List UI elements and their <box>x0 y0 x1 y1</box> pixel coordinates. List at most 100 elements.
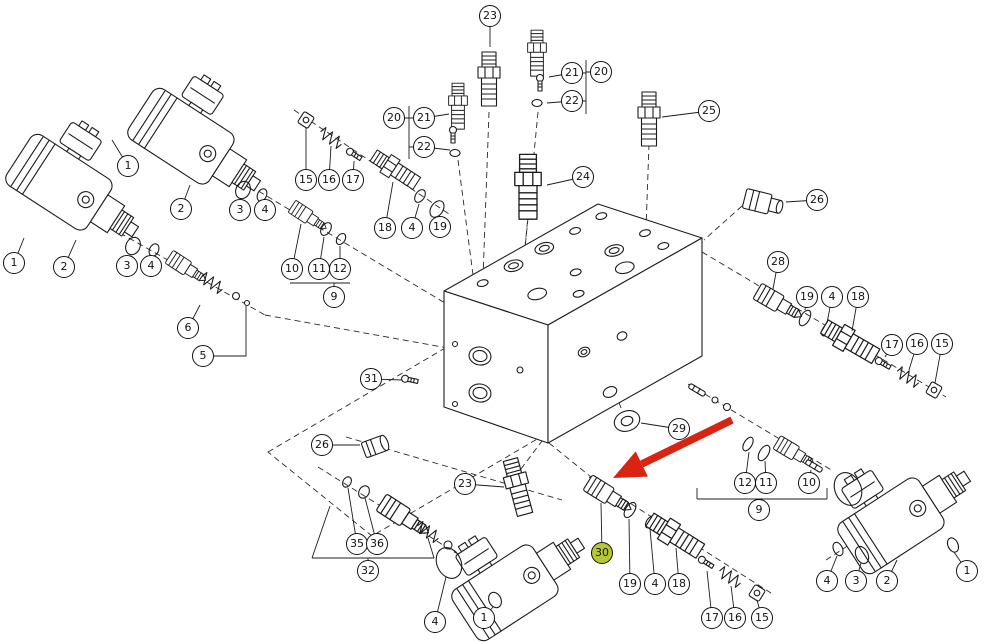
callout-2[interactable]: 2 <box>876 570 898 592</box>
callout-4[interactable]: 4 <box>816 570 838 592</box>
callout-21[interactable]: 21 <box>413 107 435 129</box>
callout-22[interactable]: 22 <box>413 136 435 158</box>
callout-9[interactable]: 9 <box>748 499 770 521</box>
callout-23[interactable]: 23 <box>479 5 501 27</box>
callout-3[interactable]: 3 <box>229 199 251 221</box>
callout-23[interactable]: 23 <box>454 473 476 495</box>
callout-17[interactable]: 17 <box>881 334 903 356</box>
callout-36[interactable]: 36 <box>366 533 388 555</box>
callout-12[interactable]: 12 <box>329 258 351 280</box>
o-ring <box>833 472 863 506</box>
callout-19[interactable]: 19 <box>619 573 641 595</box>
callout-4[interactable]: 4 <box>644 573 666 595</box>
callout-32[interactable]: 32 <box>357 560 379 582</box>
o-ring <box>798 309 812 327</box>
callout-19[interactable]: 19 <box>429 216 451 238</box>
callout-2[interactable]: 2 <box>170 198 192 220</box>
callout-28[interactable]: 28 <box>767 251 789 273</box>
screw <box>400 374 420 386</box>
callout-3[interactable]: 3 <box>116 255 138 277</box>
callout-22[interactable]: 22 <box>561 90 583 112</box>
pointer-arrow <box>613 416 734 478</box>
solenoid-valve-4 <box>815 422 985 578</box>
callout-18[interactable]: 18 <box>847 286 869 308</box>
callout-26[interactable]: 26 <box>311 434 333 456</box>
callout-10[interactable]: 10 <box>798 472 820 494</box>
callout-6[interactable]: 6 <box>177 317 199 339</box>
callout-16[interactable]: 16 <box>318 169 340 191</box>
callout-30[interactable]: 30 <box>591 542 613 564</box>
o-ring <box>125 236 141 256</box>
screw <box>344 146 364 163</box>
callout-20[interactable]: 20 <box>383 107 405 129</box>
parts-layer <box>1 29 985 642</box>
callout-18[interactable]: 18 <box>374 217 396 239</box>
plug <box>360 433 392 459</box>
o-ring <box>449 148 461 158</box>
solenoid-valve-2 <box>123 55 293 212</box>
callout-15[interactable]: 15 <box>931 333 953 355</box>
o-ring <box>832 541 844 557</box>
o-ring <box>531 98 543 108</box>
callout-5[interactable]: 5 <box>192 345 214 367</box>
ball <box>711 396 719 404</box>
callout-31[interactable]: 31 <box>360 368 382 390</box>
screw <box>448 125 458 144</box>
o-ring <box>623 501 637 519</box>
callout-20[interactable]: 20 <box>590 61 612 83</box>
callout-10[interactable]: 10 <box>281 258 303 280</box>
o-ring <box>235 180 251 200</box>
callout-1[interactable]: 1 <box>3 252 25 274</box>
cartridge-valve <box>164 249 211 288</box>
callout-29[interactable]: 29 <box>668 418 690 440</box>
o-ring <box>854 545 870 565</box>
callout-3[interactable]: 3 <box>845 570 867 592</box>
callout-1[interactable]: 1 <box>117 155 139 177</box>
ball <box>243 299 251 307</box>
o-ring <box>488 591 502 609</box>
ball <box>722 402 732 412</box>
pin <box>687 382 707 398</box>
callout-9[interactable]: 9 <box>323 286 345 308</box>
plug <box>613 410 641 432</box>
callout-16[interactable]: 16 <box>906 333 928 355</box>
callout-25[interactable]: 25 <box>698 100 720 122</box>
callout-1[interactable]: 1 <box>473 607 495 629</box>
ball <box>231 291 241 301</box>
callout-21[interactable]: 21 <box>561 62 583 84</box>
screw <box>873 355 893 372</box>
pin <box>804 458 824 474</box>
callout-2[interactable]: 2 <box>53 256 75 278</box>
callout-1[interactable]: 1 <box>956 560 978 582</box>
callout-26[interactable]: 26 <box>806 189 828 211</box>
o-ring <box>429 200 445 218</box>
cap <box>747 583 767 603</box>
o-ring <box>342 476 352 488</box>
callout-15[interactable]: 15 <box>295 169 317 191</box>
callout-19[interactable]: 19 <box>796 286 818 308</box>
callout-17[interactable]: 17 <box>342 169 364 191</box>
callout-4[interactable]: 4 <box>254 199 276 221</box>
spring <box>716 565 744 589</box>
hex-fitting <box>527 29 547 77</box>
hex-plug <box>498 456 537 518</box>
callout-11[interactable]: 11 <box>755 472 777 494</box>
callout-11[interactable]: 11 <box>308 258 330 280</box>
callout-4[interactable]: 4 <box>401 217 423 239</box>
callout-12[interactable]: 12 <box>734 472 756 494</box>
hex-fitting <box>477 51 501 107</box>
callout-15[interactable]: 15 <box>751 607 773 629</box>
callout-35[interactable]: 35 <box>346 533 368 555</box>
spring <box>894 365 922 389</box>
cartridge-valve <box>287 199 331 235</box>
o-ring <box>358 485 370 499</box>
callout-18[interactable]: 18 <box>668 573 690 595</box>
callout-16[interactable]: 16 <box>724 607 746 629</box>
screw <box>696 554 716 571</box>
callout-17[interactable]: 17 <box>701 607 723 629</box>
callout-24[interactable]: 24 <box>572 166 594 188</box>
callout-4[interactable]: 4 <box>424 611 446 633</box>
callout-4[interactable]: 4 <box>140 255 162 277</box>
callout-4[interactable]: 4 <box>821 286 843 308</box>
